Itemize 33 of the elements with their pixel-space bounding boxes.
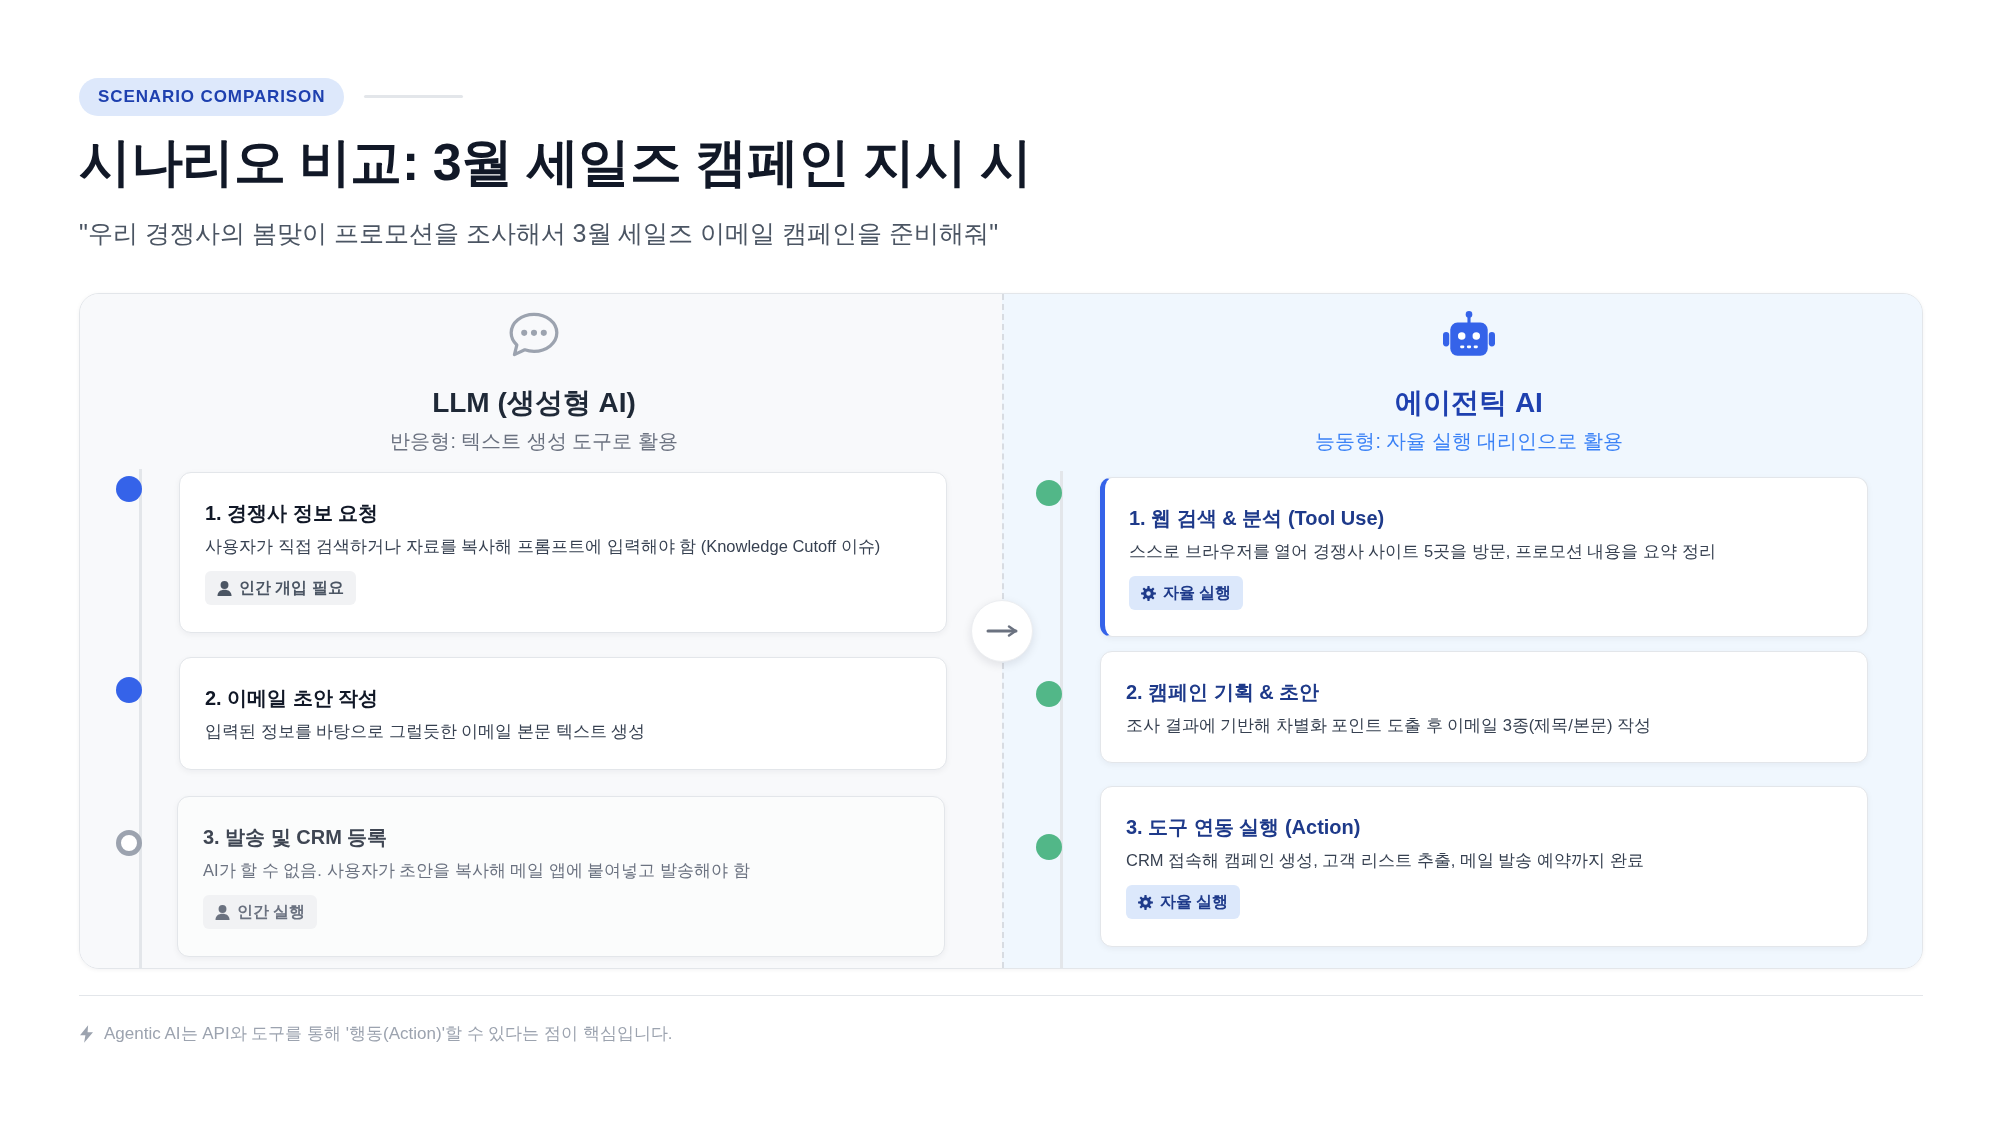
panel-title: LLM (생성형 AI): [432, 386, 636, 420]
comparison-panel: [1016, 294, 1922, 968]
step-title: 2. 이메일 초안 작성: [205, 686, 379, 711]
panel-subtitle: 반응형: 텍스트 생성 도구로 활용: [390, 429, 678, 454]
step-card: [179, 472, 947, 633]
step-description: 조사 결과에 기반해 차별화 포인트 도출 후 이메일 3종(제목/본문) 작성: [1126, 715, 1651, 736]
step-title: 2. 캠페인 기획 & 초안: [1126, 680, 1320, 705]
status-text: 인간 개입 필요: [239, 578, 344, 598]
panel-title: 에이전틱 AI: [1395, 386, 1543, 420]
step-description: 스스로 브라우저를 열어 경쟁사 사이트 5곳을 방문, 프로모션 내용을 요약 정리: [1129, 541, 1716, 562]
slide-title: 시나리오 비교: 3월 세일즈 캠페인 지시 시: [79, 132, 1032, 193]
step-title: 1. 웹 검색 & 분석 (Tool Use): [1129, 506, 1385, 531]
step-card: [1100, 477, 1868, 637]
panel-subtitle: 능동형: 자율 실행 대리인으로 활용: [1315, 429, 1623, 454]
step-title: 1. 경쟁사 정보 요청: [205, 501, 379, 526]
status-text: 인간 실행: [237, 902, 306, 922]
step-description: CRM 접속해 캠페인 생성, 고객 리스트 추출, 메일 발송 예약까지 완료: [1126, 850, 1644, 871]
step-card: [179, 657, 947, 770]
step-card: [1100, 786, 1868, 947]
step-description: 입력된 정보를 바탕으로 그럴듯한 이메일 본문 텍스트 생성: [205, 721, 646, 742]
step-title: 3. 발송 및 CRM 등록: [203, 825, 388, 850]
step-card: [177, 796, 945, 957]
step-card: [1100, 651, 1868, 763]
status-text: 자율 실행: [1163, 583, 1232, 603]
comparison-panel: [80, 294, 988, 968]
step-description: 사용자가 직접 검색하거나 자료를 복사해 프롬프트에 입력해야 함 (Knowledge Cutoff 이슈): [205, 536, 881, 557]
category-badge: SCENARIO COMPARISON: [79, 78, 345, 116]
arrow: [986, 625, 1018, 637]
step-title: 3. 도구 연동 실행 (Action): [1126, 815, 1361, 840]
status-text: 자율 실행: [1160, 892, 1229, 912]
footnote: Agentic AI는 API와 도구를 통해 '행동(Action)'할 수 있다는 점이 핵심입니다.: [104, 1023, 673, 1045]
step-description: AI가 할 수 없음. 사용자가 초안을 복사해 메일 앱에 붙여넣고 발송해야 함: [203, 860, 750, 881]
prompt-quote: "우리 경쟁사의 봄맞이 프로모션을 조사해서 3월 세일즈 이메일 캠페인을 준비해줘": [79, 218, 999, 249]
